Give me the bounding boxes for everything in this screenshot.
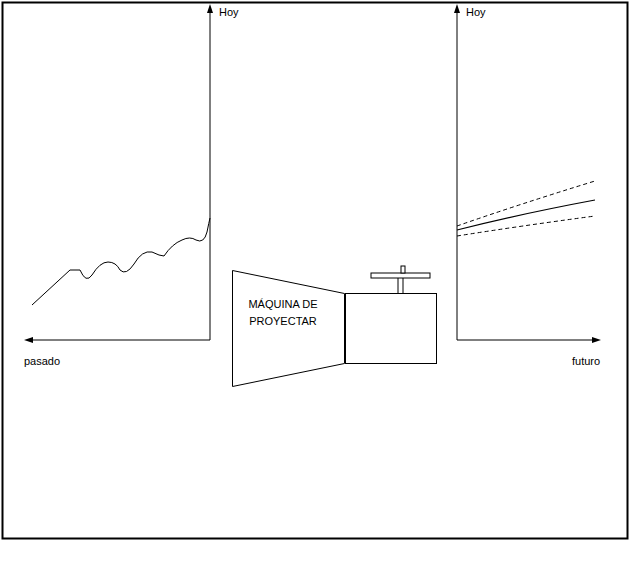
forecast-line bbox=[457, 200, 595, 230]
axis-label: Hoy bbox=[466, 6, 486, 19]
y-axis bbox=[457, 10, 458, 340]
axis-arrowhead bbox=[454, 4, 460, 13]
axis-arrowhead bbox=[24, 337, 33, 343]
lower-bound-line bbox=[457, 216, 595, 236]
machine-label: MÁQUINA DE PROYECTAR bbox=[248, 296, 318, 330]
axis-label: Hoy bbox=[219, 6, 239, 19]
handle-post bbox=[398, 276, 399, 293]
axis-arrowhead bbox=[207, 4, 213, 13]
trapezoid-shape bbox=[233, 271, 345, 387]
y-axis bbox=[210, 10, 211, 340]
frame-border bbox=[3, 3, 628, 539]
axis-arrowhead bbox=[592, 337, 601, 343]
axis-label: pasado bbox=[24, 355, 60, 368]
handle-knob bbox=[401, 266, 405, 273]
trapezoid-outline bbox=[232, 270, 345, 387]
axis-label: futuro bbox=[572, 355, 600, 368]
upper-bound-line bbox=[457, 181, 595, 226]
machine-body bbox=[346, 294, 437, 364]
handle-post bbox=[403, 276, 404, 293]
projecting-machine: MÁQUINA DE PROYECTAR bbox=[232, 270, 345, 387]
x-axis bbox=[457, 340, 594, 341]
handle-bar bbox=[371, 273, 430, 278]
past-curve bbox=[32, 218, 210, 305]
x-axis bbox=[30, 340, 210, 341]
